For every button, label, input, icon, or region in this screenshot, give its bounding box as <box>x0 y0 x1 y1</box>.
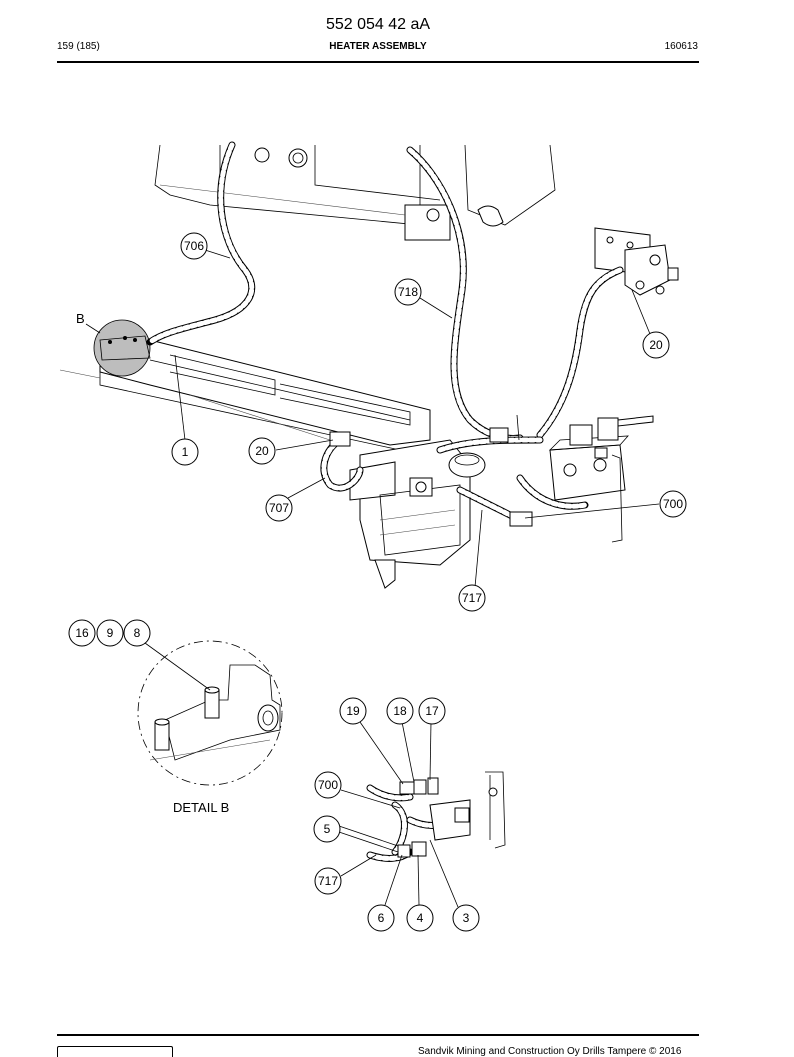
page-title: HEATER ASSEMBLY <box>329 41 427 52</box>
valve-block <box>548 415 654 543</box>
hose-20-upper <box>536 266 624 439</box>
callout-19: 19 <box>339 697 367 725</box>
callout-20-lower: 20 <box>248 437 276 465</box>
svg-text:706: 706 <box>184 239 204 253</box>
heater-unit <box>349 439 486 589</box>
detail-b-view <box>137 640 283 786</box>
svg-text:718: 718 <box>398 285 418 299</box>
svg-text:700: 700 <box>318 778 338 792</box>
svg-text:20: 20 <box>255 444 269 458</box>
svg-text:3: 3 <box>463 911 470 925</box>
callout-706: 706 <box>180 232 208 260</box>
footer-rule <box>57 1034 699 1036</box>
fitting-detail-view <box>366 771 506 862</box>
detail-b-marker: B <box>76 311 151 377</box>
header-rule <box>57 61 699 63</box>
document-number: 552 054 42 aA <box>325 16 431 33</box>
hose-706 <box>146 141 256 346</box>
hose-707 <box>320 436 364 492</box>
callout-707: 707 <box>265 494 293 522</box>
svg-text:1: 1 <box>182 445 189 459</box>
detail-b-letter: B <box>76 311 85 326</box>
svg-text:17: 17 <box>425 704 439 718</box>
date-code: 160613 <box>664 41 698 52</box>
callout-20-upper: 20 <box>642 331 670 359</box>
svg-text:8: 8 <box>134 626 141 640</box>
machine-frame-top <box>154 144 556 241</box>
callout-718: 718 <box>394 278 422 306</box>
detail-b-caption: DETAIL B <box>173 800 229 815</box>
svg-text:9: 9 <box>107 626 114 640</box>
callout-700-detail: 700 <box>314 771 342 799</box>
svg-text:19: 19 <box>346 704 360 718</box>
callout-16: 16 <box>68 619 96 647</box>
svg-text:707: 707 <box>269 501 289 515</box>
fitting-parts <box>329 414 533 527</box>
sandvik-logo <box>57 1046 173 1057</box>
svg-text:5: 5 <box>324 822 331 836</box>
callout-717-main: 717 <box>458 584 486 612</box>
callout-1: 1 <box>171 438 199 466</box>
callout-8: 8 <box>123 619 151 647</box>
callout-717-detail: 717 <box>314 867 342 895</box>
svg-text:717: 717 <box>318 874 338 888</box>
callout-6: 6 <box>367 904 395 932</box>
callout-9: 9 <box>96 619 124 647</box>
callout-3: 3 <box>452 904 480 932</box>
mounting-plate-valve <box>594 227 679 296</box>
svg-text:6: 6 <box>378 911 385 925</box>
hose-718 <box>406 146 524 442</box>
callout-4: 4 <box>406 904 434 932</box>
svg-text:20: 20 <box>649 338 663 352</box>
callout-18: 18 <box>386 697 414 725</box>
heater-frame-rail <box>59 339 431 451</box>
page-indicator: 159 (185) <box>57 41 100 52</box>
svg-text:4: 4 <box>417 911 424 925</box>
footer-copyright: Sandvik Mining and Construction Oy Drill… <box>418 1046 682 1057</box>
hose-cross <box>436 436 544 454</box>
hose-700 <box>516 474 589 510</box>
svg-text:18: 18 <box>393 704 407 718</box>
callout-17: 17 <box>418 697 446 725</box>
svg-text:717: 717 <box>462 591 482 605</box>
callout-700-main: 700 <box>659 490 687 518</box>
callout-5: 5 <box>313 815 341 843</box>
svg-text:16: 16 <box>75 626 89 640</box>
svg-text:700: 700 <box>663 497 683 511</box>
